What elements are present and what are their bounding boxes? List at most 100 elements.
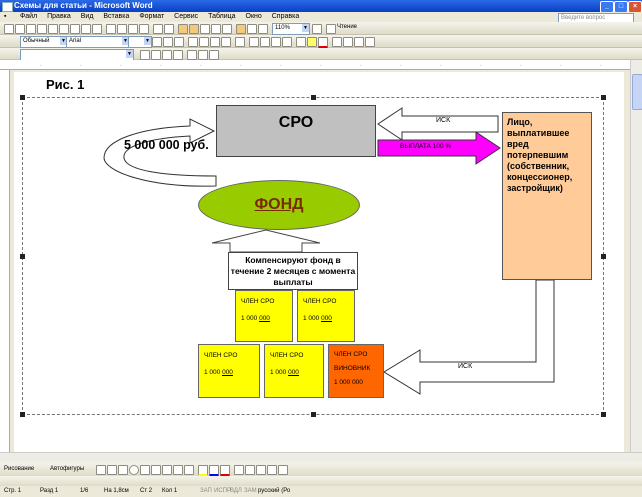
- canvas-handle[interactable]: [20, 95, 25, 100]
- subscript-icon[interactable]: [365, 37, 375, 47]
- oval-icon[interactable]: [129, 465, 139, 475]
- line-icon[interactable]: [96, 465, 106, 475]
- doc-menu-icon[interactable]: ▪: [4, 13, 7, 20]
- save-icon[interactable]: [26, 24, 36, 34]
- picture-icon[interactable]: [184, 465, 194, 475]
- track-changes-icon[interactable]: [198, 50, 208, 60]
- canvas-handle[interactable]: [20, 254, 25, 259]
- textbox-icon[interactable]: [140, 465, 150, 475]
- align-right-icon[interactable]: [210, 37, 220, 47]
- show-hide-icon[interactable]: [258, 24, 268, 34]
- reject-change-icon[interactable]: [173, 50, 183, 60]
- grow-font-icon[interactable]: [332, 37, 342, 47]
- open-icon[interactable]: [15, 24, 25, 34]
- clipart-icon[interactable]: [173, 465, 183, 475]
- insert-hyperlink-icon[interactable]: [178, 24, 188, 34]
- style-select[interactable]: Обычный▼: [20, 36, 68, 48]
- canvas-handle[interactable]: [311, 95, 316, 100]
- canvas-handle[interactable]: [601, 95, 606, 100]
- accept-change-icon[interactable]: [162, 50, 172, 60]
- status-rec[interactable]: ЗАП: [200, 488, 212, 494]
- menu-help[interactable]: Справка: [271, 13, 300, 20]
- vertical-ruler[interactable]: [0, 70, 10, 452]
- permission-icon[interactable]: [37, 24, 47, 34]
- dash-style-icon[interactable]: [245, 465, 255, 475]
- guilty-member-box[interactable]: ЧЛЕН СРО ВИНОВНИК 1 000 000: [328, 344, 384, 398]
- format-painter-icon[interactable]: [139, 24, 149, 34]
- copy-icon[interactable]: [117, 24, 127, 34]
- research-icon[interactable]: [92, 24, 102, 34]
- justify-icon[interactable]: [221, 37, 231, 47]
- menu-table[interactable]: Таблица: [208, 13, 236, 20]
- read-mode-icon[interactable]: [326, 24, 336, 34]
- read-mode-label[interactable]: Чтение: [337, 24, 358, 30]
- reviewing-pane-icon[interactable]: [209, 50, 219, 60]
- arrow-icon[interactable]: [107, 465, 117, 475]
- member-box[interactable]: ЧЛЕН СРО 1 000 000: [198, 344, 260, 398]
- line-color-icon[interactable]: [209, 465, 219, 476]
- decrease-indent-icon[interactable]: [271, 37, 281, 47]
- menu-insert[interactable]: Вставка: [103, 13, 130, 20]
- new-document-icon[interactable]: [4, 24, 14, 34]
- shrink-font-icon[interactable]: [343, 37, 353, 47]
- menu-tools[interactable]: Сервис: [174, 13, 199, 20]
- line-style-icon[interactable]: [234, 465, 244, 475]
- redo-icon[interactable]: [164, 24, 174, 34]
- menu-view[interactable]: Вид: [80, 13, 94, 20]
- cut-icon[interactable]: [106, 24, 116, 34]
- fill-color-icon[interactable]: [198, 465, 208, 476]
- status-ovr[interactable]: ЗАМ: [244, 488, 257, 494]
- italic-icon[interactable]: [163, 37, 173, 47]
- canvas-handle[interactable]: [601, 412, 606, 417]
- diagram-icon[interactable]: [162, 465, 172, 475]
- align-center-icon[interactable]: [199, 37, 209, 47]
- font-color-icon[interactable]: [220, 465, 230, 476]
- font-color-icon[interactable]: [318, 37, 328, 48]
- menu-window[interactable]: Окно: [245, 13, 262, 20]
- member-box[interactable]: ЧЛЕН СРО 1 000 000: [235, 290, 293, 342]
- new-comment-icon[interactable]: [187, 50, 197, 60]
- vertical-scrollbar[interactable]: [630, 60, 642, 452]
- status-trk[interactable]: ИСПР: [214, 488, 231, 494]
- spelling-icon[interactable]: [81, 24, 91, 34]
- print-preview-icon[interactable]: [70, 24, 80, 34]
- claim-arrow-bottom[interactable]: [383, 279, 555, 395]
- maximize-button[interactable]: □: [614, 1, 628, 13]
- arrow-style-icon[interactable]: [256, 465, 266, 475]
- superscript-icon[interactable]: [354, 37, 364, 47]
- horizontal-ruler[interactable]: · · · · · · · · · · · · · · ·: [0, 60, 630, 70]
- cycle-arrow[interactable]: [103, 118, 217, 187]
- email-icon[interactable]: [48, 24, 58, 34]
- document-map-icon[interactable]: [247, 24, 257, 34]
- payment-arrow[interactable]: [377, 131, 501, 165]
- bullets-icon[interactable]: [260, 37, 270, 47]
- canvas-handle[interactable]: [601, 254, 606, 259]
- align-left-icon[interactable]: [188, 37, 198, 47]
- increase-indent-icon[interactable]: [282, 37, 292, 47]
- wordart-icon[interactable]: [151, 465, 161, 475]
- rectangle-icon[interactable]: [118, 465, 128, 475]
- print-icon[interactable]: [59, 24, 69, 34]
- shadow-icon[interactable]: [267, 465, 277, 475]
- previous-change-icon[interactable]: [140, 50, 150, 60]
- insert-excel-icon[interactable]: [211, 24, 221, 34]
- sro-box[interactable]: СРО: [216, 105, 376, 157]
- border-icon[interactable]: [296, 37, 306, 47]
- compensation-note[interactable]: Компенсируют фонд в течение 2 месяцев с …: [228, 252, 358, 290]
- canvas-handle[interactable]: [311, 412, 316, 417]
- bold-icon[interactable]: [152, 37, 162, 47]
- highlight-icon[interactable]: [307, 37, 317, 47]
- person-box[interactable]: Лицо, выплатившее вред потерпевшим (собс…: [502, 112, 592, 280]
- member-box[interactable]: ЧЛЕН СРО 1 000 000: [297, 290, 355, 342]
- scroll-thumb[interactable]: [632, 74, 642, 110]
- font-select[interactable]: Arial▼: [66, 36, 130, 48]
- drawing-icon[interactable]: [236, 24, 246, 34]
- zoom-select[interactable]: 110%▼: [272, 23, 310, 35]
- menu-file[interactable]: Файл: [19, 13, 38, 20]
- font-size-select[interactable]: ▼: [128, 36, 152, 48]
- line-spacing-icon[interactable]: [235, 37, 245, 47]
- 3d-icon[interactable]: [278, 465, 288, 475]
- compensation-arrow[interactable]: [211, 229, 321, 253]
- canvas-handle[interactable]: [20, 412, 25, 417]
- menu-format[interactable]: Формат: [139, 13, 165, 20]
